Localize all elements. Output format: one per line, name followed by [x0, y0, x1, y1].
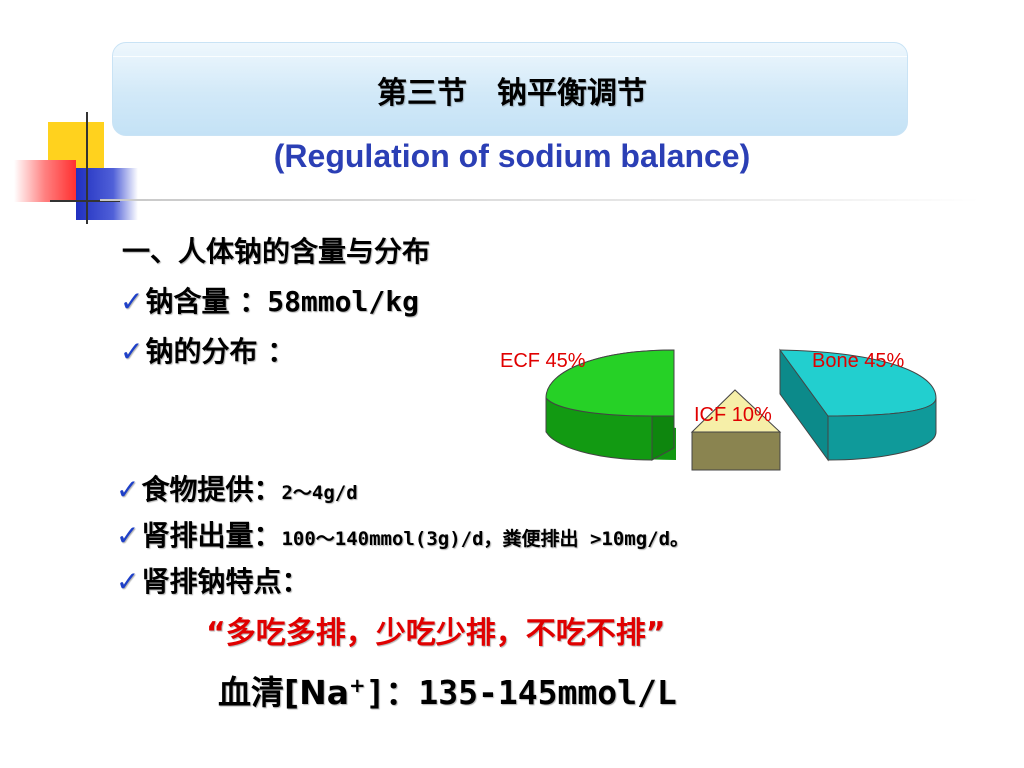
pie-label-ecf: ECF 45%: [500, 350, 586, 372]
deco-vertical-line: [86, 112, 88, 224]
deco-horizontal-line: [50, 200, 120, 202]
sodium-distribution-label: 钠的分布 ：: [145, 335, 296, 368]
renal-slogan: “多吃多排，少吃少排，不吃不排”: [206, 616, 666, 651]
page-title: 第三节 钠平衡调节: [377, 76, 647, 111]
page-subtitle: (Regulation of sodium balance): [273, 138, 751, 174]
check-icon: ✓: [116, 519, 140, 552]
intake-value: 2～4g/d: [281, 482, 358, 504]
serum-superscript: +: [348, 674, 366, 697]
sodium-content-line: ✓钠含量 ：58mmol/kg: [120, 280, 419, 320]
renal-feature-label: 肾排钠特点：: [141, 565, 310, 598]
excretion-value: 100～140mmol(3g)/d，粪便排出 >10mg/d。: [281, 528, 690, 550]
deco-red-square: [14, 160, 76, 202]
intake-line: ✓食物提供：2～4g/d: [116, 468, 358, 508]
check-icon: ✓: [120, 335, 144, 368]
excretion-label: 肾排出量：: [141, 519, 282, 552]
title-banner: [112, 42, 908, 136]
sodium-content-value: 58mmol/kg: [267, 285, 419, 318]
section-heading-text: 一、人体钠的含量与分布: [122, 235, 431, 268]
sodium-distribution-line: ✓钠的分布 ：: [120, 330, 295, 370]
check-icon: ✓: [116, 473, 140, 506]
check-icon: ✓: [116, 565, 140, 598]
pie-slice-icf: [690, 389, 782, 471]
sodium-content-label: 钠含量 ：: [145, 285, 268, 318]
header-divider: [100, 199, 980, 201]
serum-sodium-line: 血清[Na+]：135-145mmol/L: [218, 666, 677, 714]
serum-prefix: 血清[Na: [218, 673, 349, 712]
excretion-line: ✓肾排出量：100～140mmol(3g)/d，粪便排出 >10mg/d。: [116, 514, 689, 554]
renal-feature-line: ✓肾排钠特点：: [116, 560, 309, 600]
serum-suffix: ]：135-145mmol/L: [365, 673, 677, 712]
section-heading: 一、人体钠的含量与分布: [122, 230, 430, 270]
pie-label-icf: ICF 10%: [694, 404, 772, 426]
intake-label: 食物提供：: [141, 473, 282, 506]
pie-label-bone: Bone 45%: [812, 350, 905, 372]
check-icon: ✓: [120, 285, 144, 318]
